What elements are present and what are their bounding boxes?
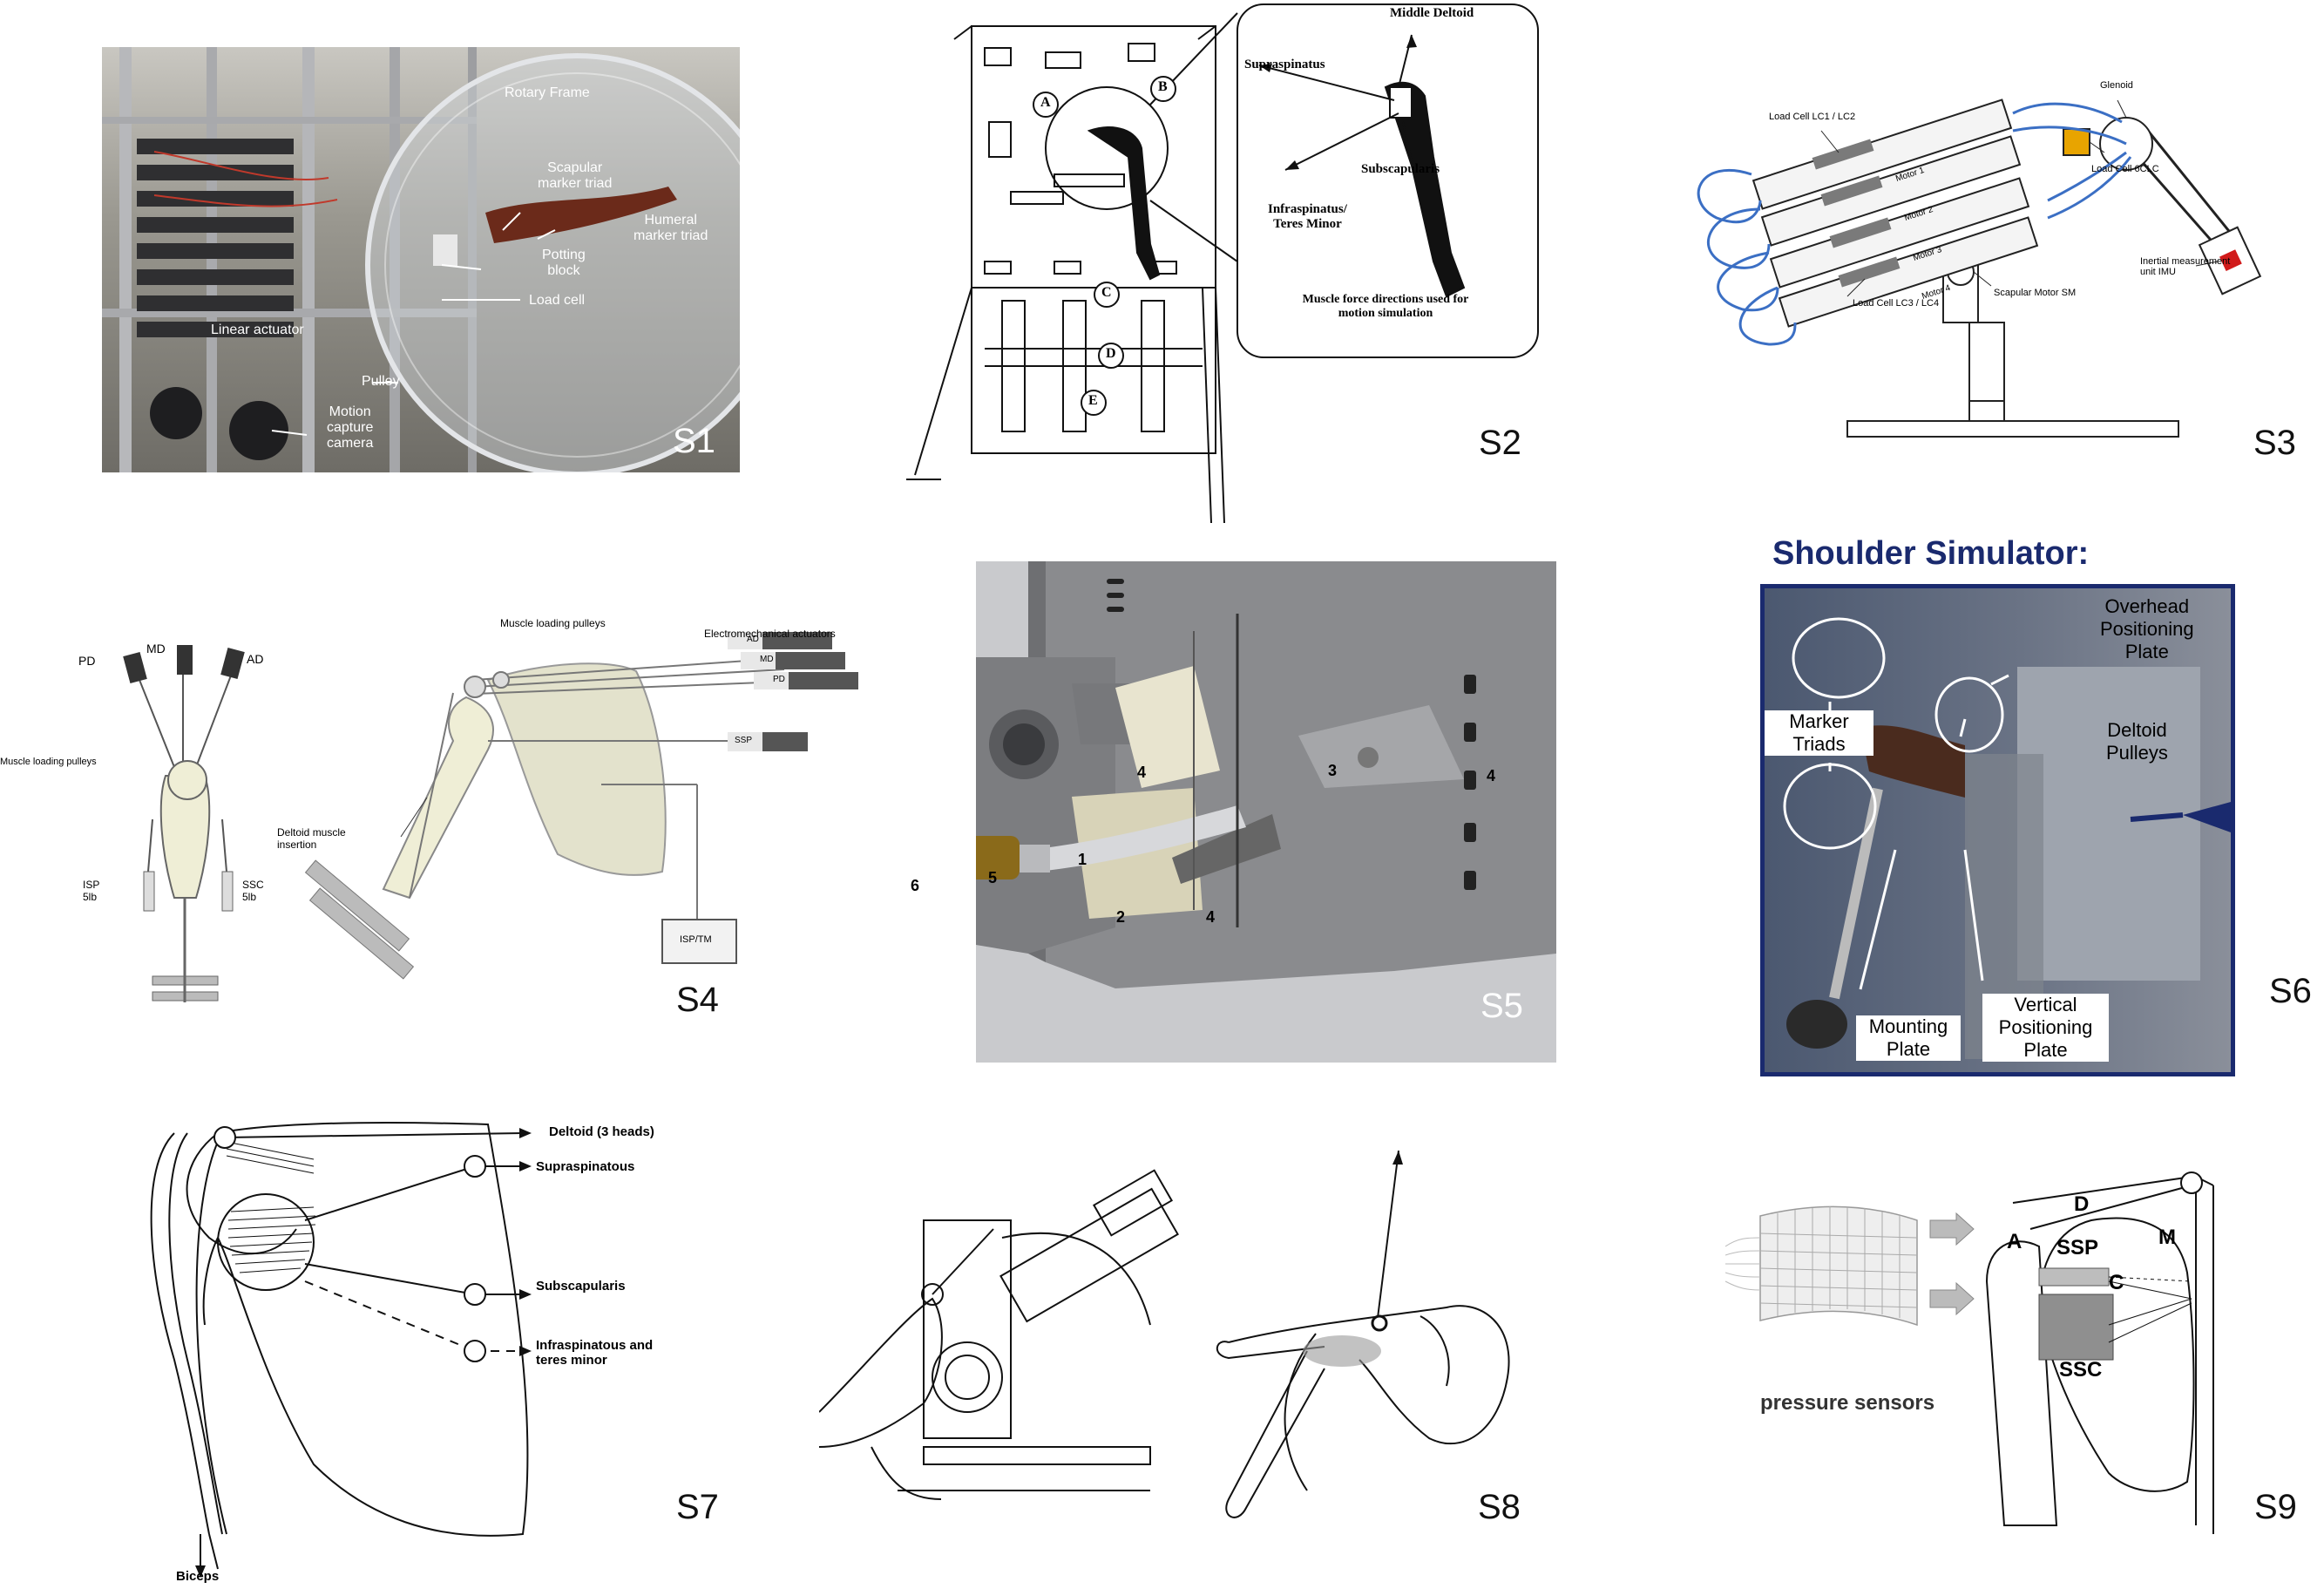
s9-a-label: A (2007, 1230, 2022, 1253)
s6-title: Shoulder Simulator: (1772, 535, 2090, 572)
s8-drawing (819, 1151, 1510, 1518)
s3-panel-label: S3 (2253, 424, 2296, 462)
s4-act-ssp-label: SSP (735, 736, 753, 745)
s1-photo: Rotary Frame Scapular marker triad Humer… (102, 47, 740, 472)
s3-load-cell-lc1-label: Load Cell LC1 / LC2 (1769, 112, 1856, 122)
s2-supraspinatus-label: Supraspinatus (1244, 58, 1325, 71)
s4-act-ad-label: AD (747, 635, 759, 644)
s2-middle-deltoid-label: Middle Deltoid (1390, 6, 1474, 20)
s1-load-cell-label: Load cell (529, 293, 586, 308)
s9-m-label: M (2158, 1226, 2176, 1249)
s5-number-2: 2 (1116, 908, 1126, 926)
s2-letter-c: C (1101, 285, 1112, 300)
panel-s6: Shoulder Simulator: Overh (1760, 532, 2318, 1076)
s6-deltoid-pulleys-label: Deltoid Pulleys (2106, 719, 2168, 764)
s4-pd-label: PD (78, 654, 96, 668)
s4-act-pd-label: PD (773, 675, 785, 684)
s2-letter-d: D (1106, 346, 1116, 361)
s5-number-4b: 4 (1206, 908, 1216, 926)
s9-d-label: D (2074, 1192, 2090, 1216)
s1-scapular-marker-label: Scapular marker triad (538, 160, 613, 191)
s7-biceps-label: Biceps (176, 1569, 220, 1584)
panel-s5: 1 2 3 4 4 4 5 6 S5 (871, 558, 1569, 1068)
s5-number-1: 1 (1078, 851, 1087, 868)
panel-s8: S8 (819, 1151, 1542, 1534)
s1-linear-actuator-label: Linear actuator (211, 323, 304, 337)
s9-ssp-label: SSP (2056, 1236, 2099, 1260)
s7-deltoid-label: Deltoid (3 heads) (549, 1124, 654, 1139)
s9-pressure-sensors-label: pressure sensors (1760, 1391, 1935, 1415)
s3-drawing (1697, 98, 2262, 438)
panel-s4: PD MD AD Muscle loading pulleys ISP 5lb … (0, 610, 871, 1020)
s6-vertical-plate-label: Vertical Positioning Plate (1982, 994, 2109, 1062)
s5-number-4c: 4 (1487, 767, 1496, 784)
s6-marker-triads-label: Marker Triads (1765, 710, 1873, 756)
s2-subscapularis-label: Subscapularis (1361, 162, 1440, 176)
panel-s1: Rotary Frame Scapular marker triad Humer… (102, 47, 740, 472)
s4-isp-label: ISP 5lb (83, 879, 100, 903)
s5-render (976, 561, 1556, 1063)
s4-drawing (123, 632, 858, 1002)
s7-drawing (150, 1122, 532, 1578)
panel-s9: D M A SSP C SSC pressure sensors S9 (1725, 1151, 2324, 1534)
s7-infraspinatous-label: Infraspinatous and teres minor (536, 1338, 654, 1368)
panel-s3: Glenoid Load Cell LC1 / LC2 Load Cell 6C… (1682, 78, 2309, 462)
s2-infraspinatus-label: Infraspinatus/ Teres Minor (1268, 202, 1347, 231)
s1-rotary-frame-label: Rotary Frame (505, 85, 590, 100)
s5-number-3: 3 (1328, 762, 1338, 779)
panel-s7: Deltoid (3 heads) Supraspinatous Subscap… (0, 1098, 749, 1589)
s4-ad-label: AD (247, 652, 264, 666)
s6-photo-illustration (1783, 617, 2231, 1059)
s3-glenoid-label: Glenoid (2100, 80, 2133, 91)
s6-panel-label: S6 (2269, 972, 2312, 1010)
s1-photo-illustration (102, 47, 740, 472)
s3-load-cell-lc3-label: Load Cell LC3 / LC4 (1853, 298, 1940, 309)
s1-camera-label: Motion capture camera (327, 404, 374, 451)
s6-overhead-label: Overhead Positioning Plate (2100, 595, 2194, 662)
s4-actuators-label: Electromechanical actuators (704, 628, 836, 640)
s2-drawing (906, 3, 1539, 524)
s6-photo-frame: Overhead Positioning Plate Marker Triads… (1760, 584, 2235, 1076)
s7-panel-label: S7 (676, 1488, 719, 1526)
s4-pulleys-top-label: Muscle loading pulleys (500, 617, 606, 629)
s5-number-5: 5 (988, 869, 998, 886)
s1-pulley-label: Pulley (362, 374, 400, 389)
s2-letter-a: A (1040, 95, 1051, 110)
s4-md-label: MD (146, 642, 166, 655)
s4-panel-label: S4 (676, 981, 719, 1019)
panel-s2: A B C D E Middle Deltoid Supraspinatus S… (889, 0, 1551, 532)
s5-render-illustration (976, 561, 1556, 1063)
s5-panel-label: S5 (1480, 987, 1523, 1025)
s7-subscapularis-label: Subscapularis (536, 1279, 626, 1294)
s9-drawing (1725, 1171, 2214, 1534)
s2-panel-label: S2 (1479, 424, 1521, 462)
s4-isp-tm-label: ISP/TM (680, 934, 712, 945)
s2-letter-b: B (1158, 79, 1168, 94)
s3-imu-label: Inertial measurement unit IMU (2140, 256, 2231, 277)
s3-load-cell-6clc-label: Load Cell 6CLC (2091, 164, 2159, 174)
s4-pulleys-left-label: Muscle loading pulleys (0, 757, 97, 767)
s5-number-4a: 4 (1137, 764, 1147, 781)
s6-mounting-plate-label: Mounting Plate (1856, 1015, 1961, 1061)
s2-letter-e: E (1088, 393, 1098, 408)
s5-number-6: 6 (911, 877, 920, 894)
s9-c-label: C (2109, 1271, 2124, 1294)
s4-act-md-label: MD (760, 655, 774, 664)
s1-panel-label: S1 (673, 422, 715, 460)
s2-caption: Muscle force directions used for motion … (1302, 293, 1469, 320)
s9-panel-label: S9 (2254, 1488, 2297, 1526)
s9-ssc-label: SSC (2059, 1358, 2103, 1382)
s4-deltoid-insertion-label: Deltoid muscle insertion (277, 826, 346, 851)
s7-supraspinatous-label: Supraspinatous (536, 1159, 635, 1174)
s4-ssc-label: SSC 5lb (242, 879, 264, 903)
s3-scapular-motor-label: Scapular Motor SM (1994, 288, 2077, 298)
s1-potting-block-label: Potting block (542, 248, 586, 278)
s1-humeral-marker-label: Humeral marker triad (634, 213, 708, 243)
s8-panel-label: S8 (1478, 1488, 1521, 1526)
